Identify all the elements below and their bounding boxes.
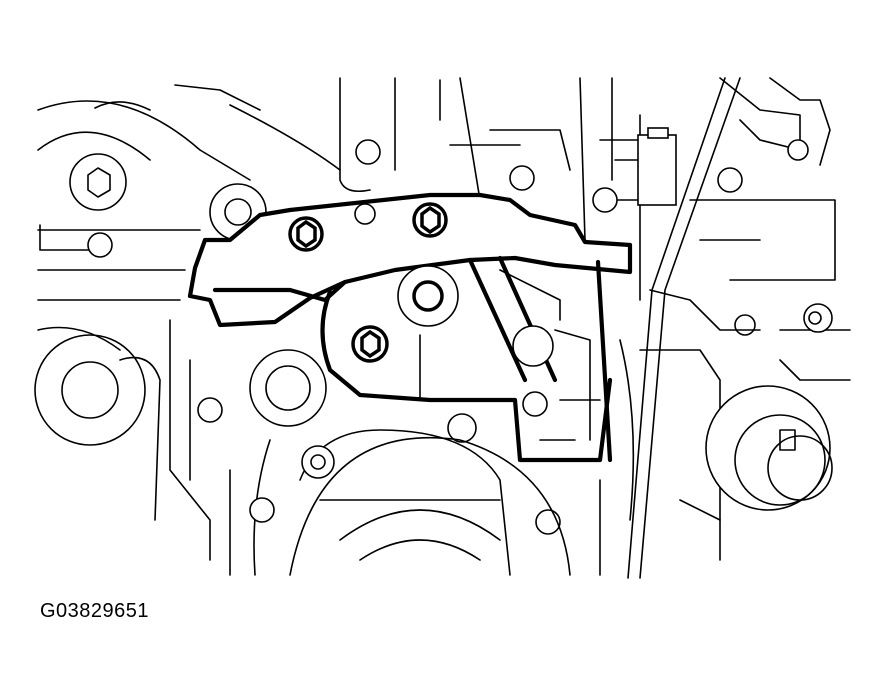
pulleys-and-bosses [34, 127, 833, 576]
belt-edge [627, 77, 761, 579]
engine-background-lines [37, 77, 851, 576]
figure-id-label: G03829651 [40, 600, 150, 622]
tensioner-bracket [187, 192, 633, 463]
bracket-bolts [288, 202, 448, 363]
